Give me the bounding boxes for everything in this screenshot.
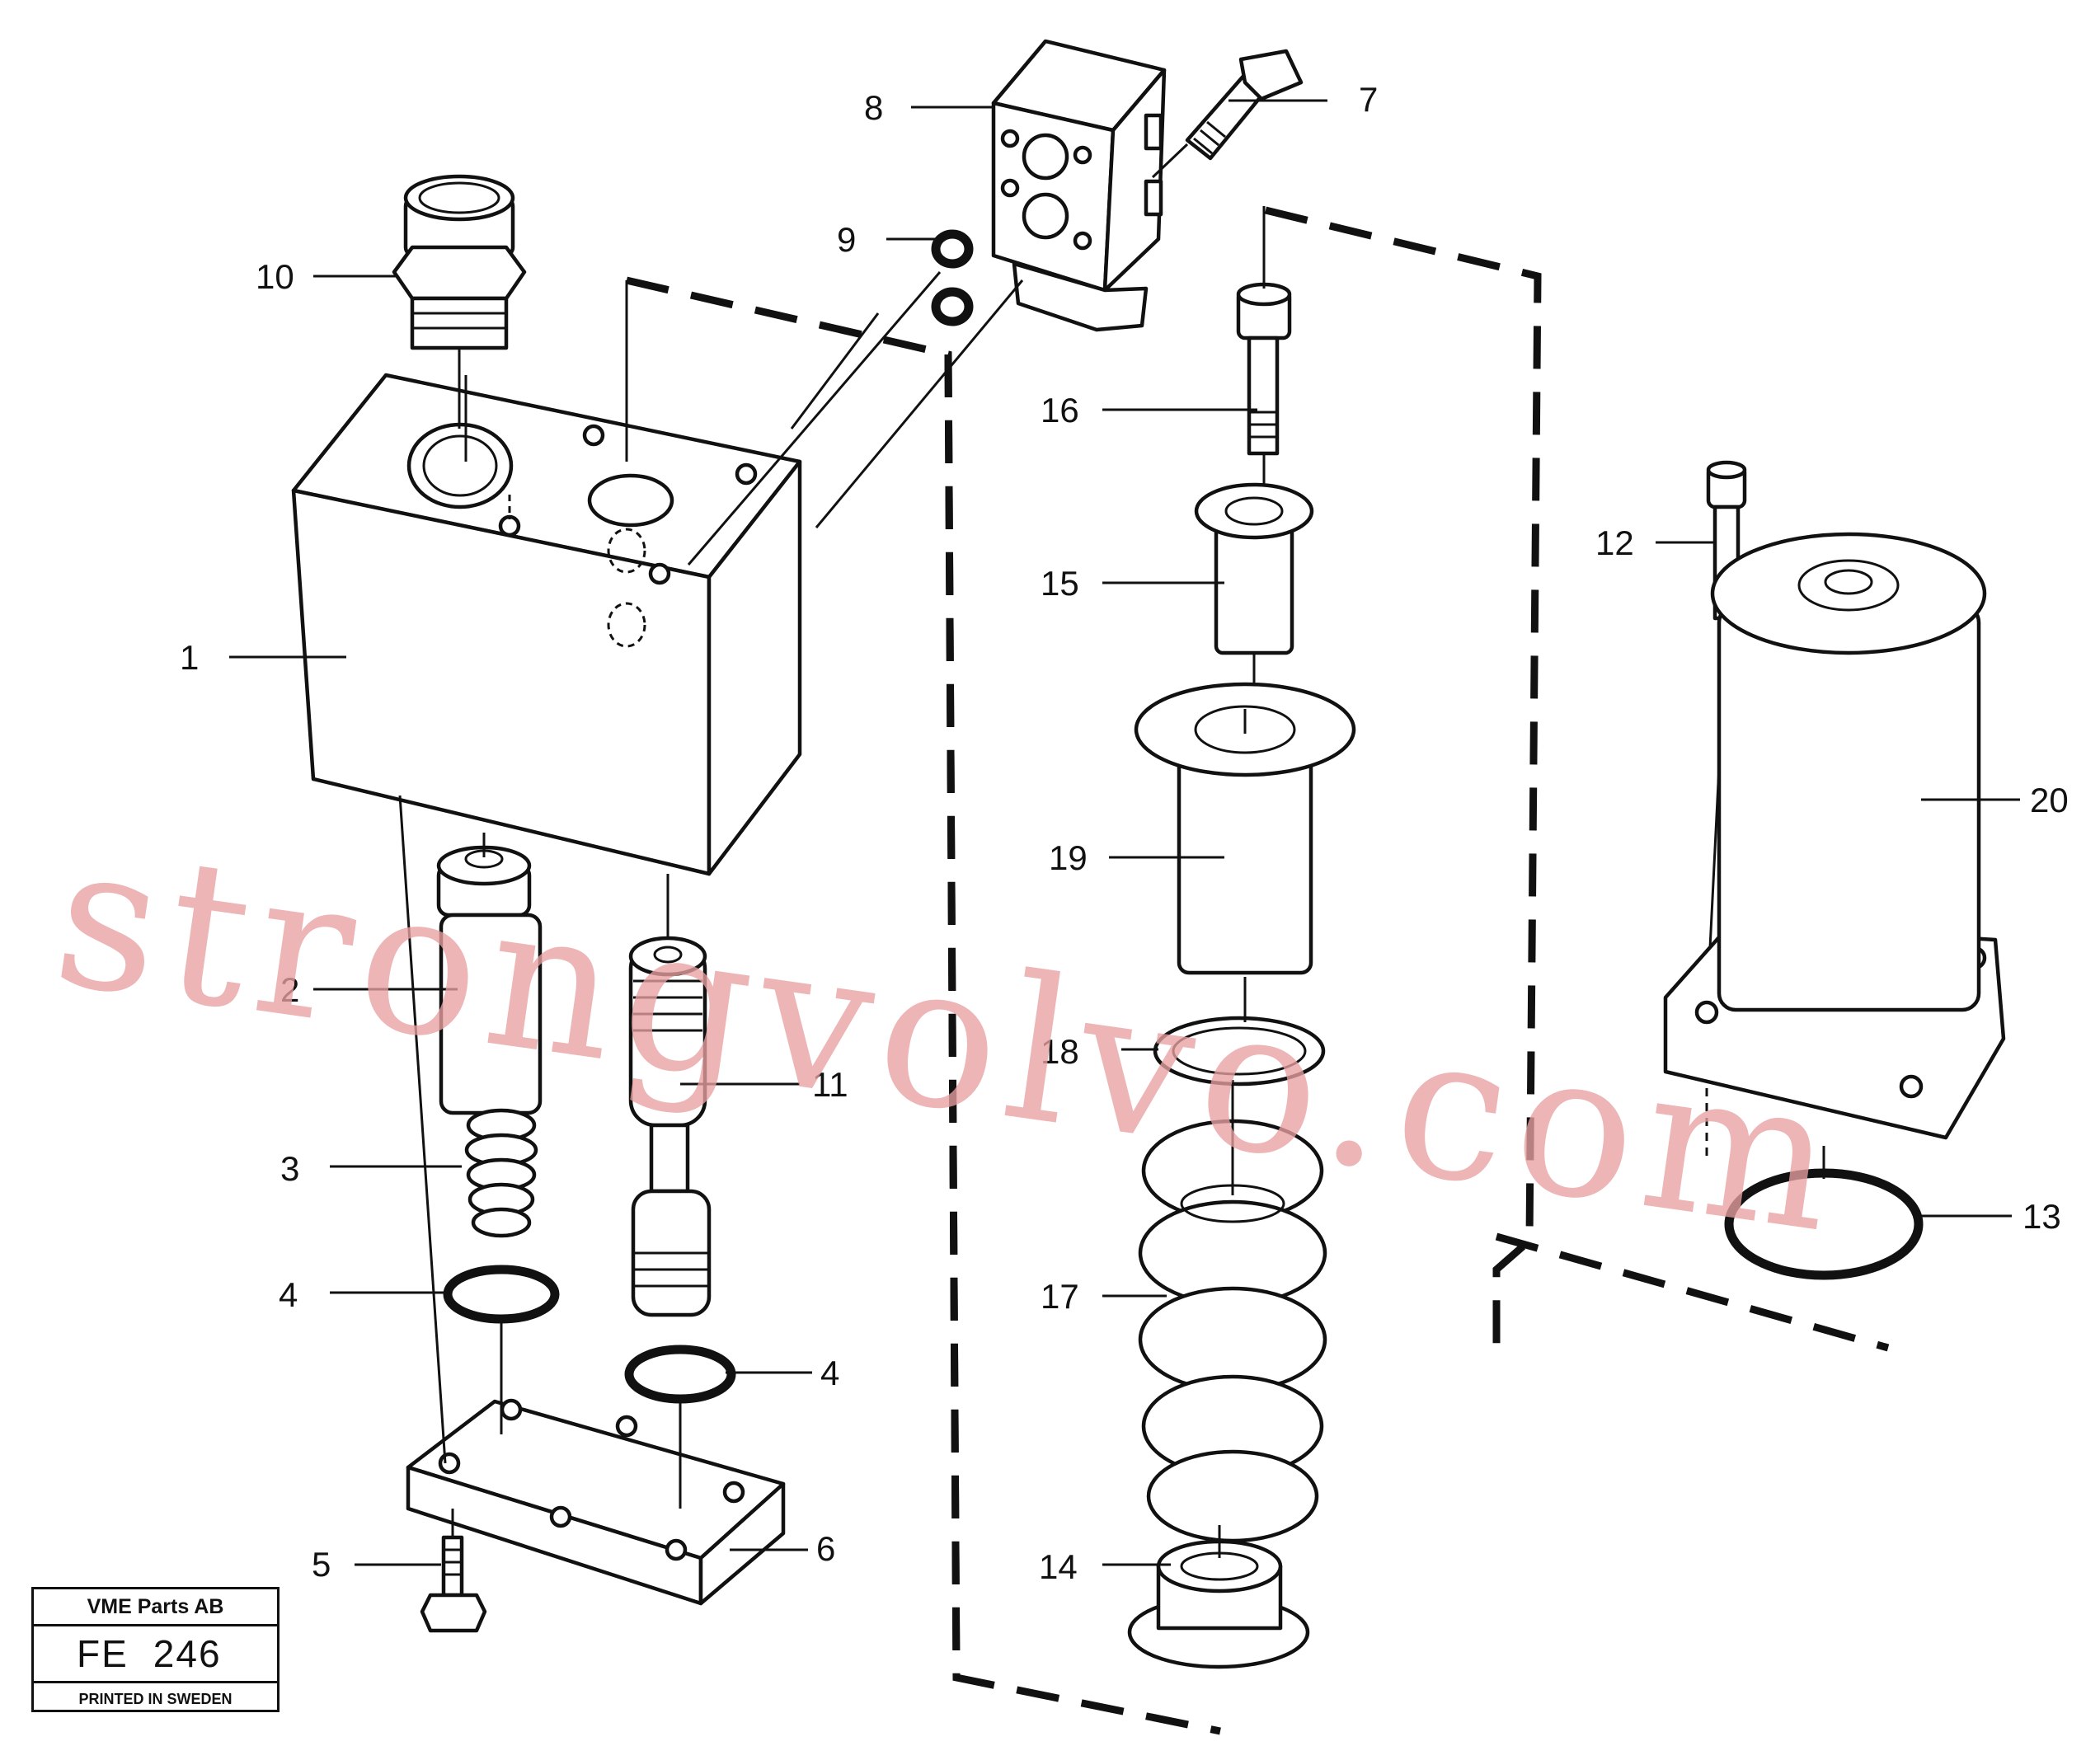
callout-13: 13: [2022, 1197, 2061, 1236]
callout-8: 8: [864, 88, 883, 127]
callout-14: 14: [1039, 1547, 1078, 1586]
title-block-printed: PRINTED IN SWEDEN: [78, 1691, 233, 1707]
callout-3: 3: [280, 1149, 299, 1188]
callout-4b: 4: [820, 1354, 839, 1392]
large-sleeve-part: [1134, 682, 1356, 975]
callout-labels: 1 2 3 4 4 5 6 7 8 9 10 11 12 13 14 15 16…: [180, 80, 2069, 1586]
pilot-valve-part: [991, 39, 1167, 332]
pilot-o-rings-part: [931, 229, 974, 326]
pilot-bolt-part: [1151, 49, 1304, 179]
retaining-ring-part: [1153, 977, 1326, 1087]
title-block-code: FE 246: [34, 1626, 277, 1683]
o-ring-right-part: [624, 1345, 736, 1404]
callout-17: 17: [1041, 1277, 1079, 1316]
title-block-code-number: 246: [153, 1632, 222, 1675]
callout-1: 1: [180, 638, 199, 677]
watermark-text: strongvolvo.com: [43, 799, 1857, 1278]
callout-10: 10: [256, 257, 294, 296]
callout-9: 9: [837, 220, 856, 259]
spring-seat-part: [1127, 1525, 1310, 1669]
title-block: VME Parts AB FE 246 PRINTED IN SWEDEN: [31, 1587, 280, 1712]
callout-5: 5: [312, 1545, 331, 1584]
callout-2: 2: [280, 970, 299, 1009]
assembly-boundary-dashed: [625, 206, 1890, 1735]
valve-block-part: [291, 373, 802, 876]
assembly-axes-upper: [464, 271, 1024, 566]
callout-11: 11: [812, 1065, 848, 1104]
large-o-ring-part: [1705, 1088, 1924, 1280]
callout-16: 16: [1041, 391, 1079, 429]
callout-4a: 4: [279, 1275, 298, 1314]
small-spring-part: [464, 1108, 538, 1238]
callout-15: 15: [1041, 564, 1079, 603]
small-sleeve-part: [1194, 482, 1314, 692]
title-block-code-prefix: FE: [77, 1632, 129, 1675]
fitting-part: [392, 174, 527, 429]
leader-lines: [229, 99, 2020, 1566]
callout-20: 20: [2030, 781, 2069, 819]
o-ring-left-part: [443, 1265, 560, 1324]
center-bolt-part: [1236, 206, 1292, 503]
callout-12: 12: [1595, 523, 1634, 562]
callout-18: 18: [1041, 1032, 1079, 1071]
title-block-company: VME Parts AB: [34, 1589, 277, 1626]
callout-6: 6: [816, 1529, 835, 1568]
callout-19: 19: [1049, 838, 1088, 877]
piston-stem-part: [628, 874, 712, 1317]
cylinder-cover-part: [1663, 532, 2006, 1140]
plate-bolt-part: [420, 1509, 487, 1633]
callout-7: 7: [1359, 80, 1378, 119]
main-spring-part: [1138, 1080, 1327, 1543]
cover-plate-part: [398, 795, 786, 1606]
